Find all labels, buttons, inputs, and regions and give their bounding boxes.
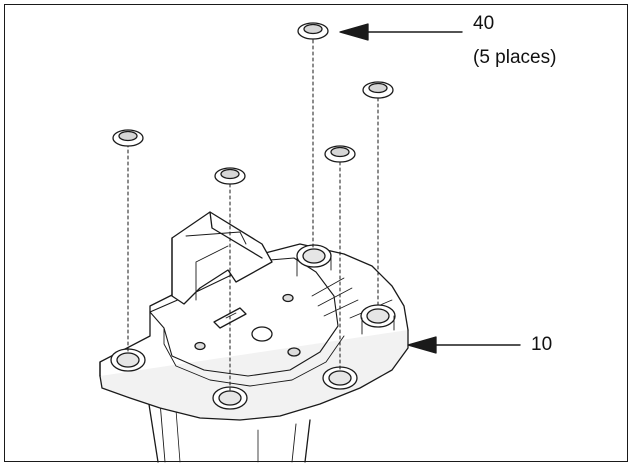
leader-arrow-40 — [339, 23, 463, 41]
plug-40-b — [214, 167, 246, 185]
base-part-10 — [99, 211, 409, 421]
leader-arrow-10 — [407, 336, 521, 354]
callout-number-40: 40 — [473, 13, 495, 34]
callout-note-5-places: (5 places) — [473, 47, 557, 68]
plug-40-a — [112, 129, 144, 147]
callout-number-10: 10 — [531, 334, 553, 355]
plug-40-e — [297, 22, 329, 40]
assembly-guide-lines — [127, 39, 379, 391]
plug-40-c — [324, 145, 356, 163]
plug-40-d — [362, 81, 394, 99]
stem — [147, 397, 311, 463]
